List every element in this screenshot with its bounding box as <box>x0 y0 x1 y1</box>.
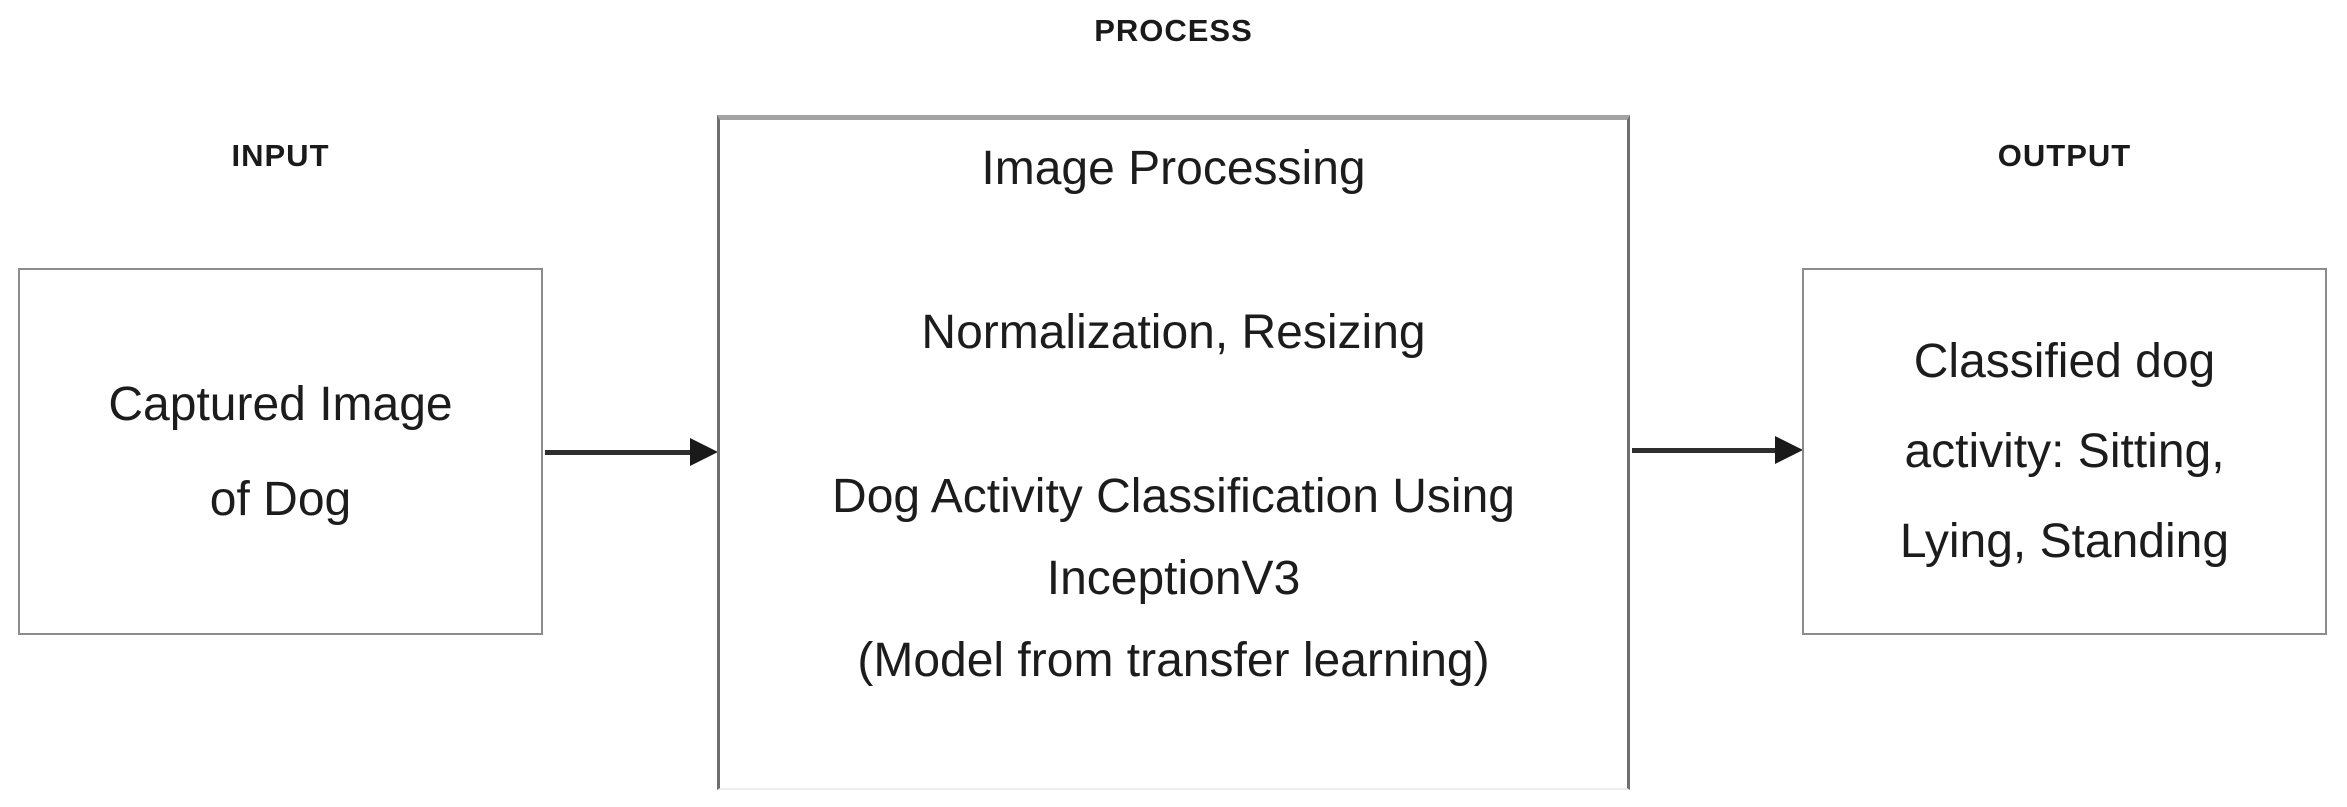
process-box-line: Image Processing <box>981 142 1366 195</box>
input-box-line: of Dog <box>209 472 352 526</box>
process-box: Image Processing Normalization, Resizing… <box>717 115 1630 790</box>
arrow-process-to-output <box>1632 448 1777 453</box>
process-box-spacer <box>720 374 1627 456</box>
arrow-input-to-process <box>545 450 692 455</box>
process-box-line: Dog Activity Classification Using <box>832 470 1515 523</box>
process-box-line: Normalization, Resizing <box>921 306 1426 359</box>
process-box-line: InceptionV3 <box>1046 552 1301 605</box>
output-box-line: Lying, Standing <box>1899 514 2230 568</box>
input-stage-label: INPUT <box>231 138 330 173</box>
output-box: Classified dog activity: Sitting, Lying,… <box>1802 268 2327 635</box>
output-box-line: activity: Sitting, <box>1904 424 2225 478</box>
arrow-right-icon <box>690 438 718 466</box>
output-box-line: Classified dog <box>1913 334 2216 388</box>
output-stage-label: OUTPUT <box>1997 138 2132 173</box>
process-stage-label: PROCESS <box>1094 13 1253 48</box>
process-box-line: (Model from transfer learning) <box>857 634 1490 687</box>
input-box: Captured Image of Dog <box>18 268 543 635</box>
input-box-line: Captured Image <box>108 377 453 431</box>
process-box-spacer <box>720 210 1627 292</box>
arrow-right-icon <box>1775 436 1803 464</box>
